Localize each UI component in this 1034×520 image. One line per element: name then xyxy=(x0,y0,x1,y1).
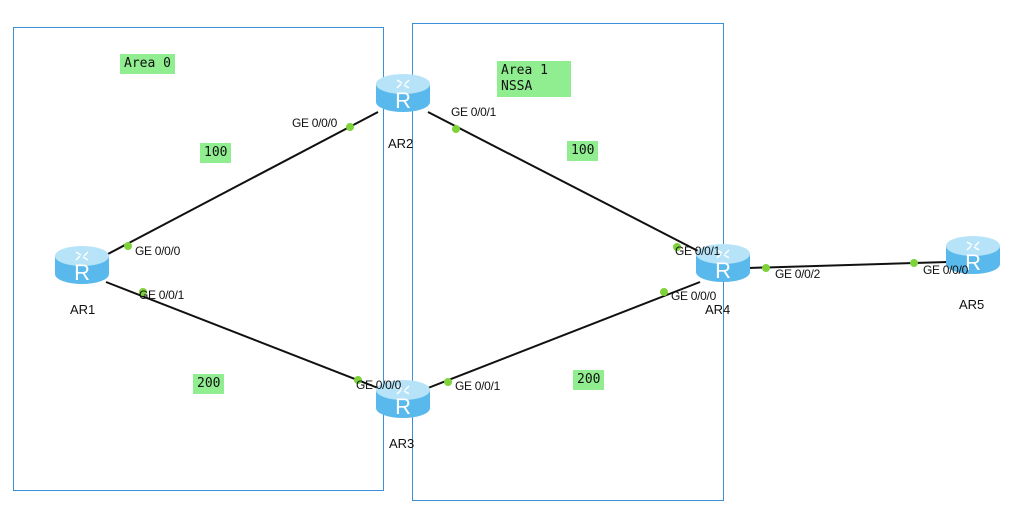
port-dot xyxy=(452,125,460,133)
port-label: GE 0/0/1 xyxy=(451,105,496,119)
port-label: GE 0/0/1 xyxy=(675,244,720,258)
cost-ar1-ar3: 200 xyxy=(193,374,225,394)
port-dot xyxy=(762,264,770,272)
router-name-ar4: AR4 xyxy=(705,302,731,317)
port-dot xyxy=(354,376,362,384)
cost-ar3-ar4: 200 xyxy=(573,370,605,390)
port-dot xyxy=(444,378,452,386)
link-ar1-ar3[interactable] xyxy=(105,281,379,389)
cost-ar1-ar2: 100 xyxy=(200,143,232,163)
port-label: GE 0/0/0 xyxy=(671,289,716,303)
port-label: GE 0/0/2 xyxy=(775,267,820,281)
link-ar3-ar4[interactable] xyxy=(427,281,701,389)
port-label: GE 0/0/0 xyxy=(292,116,337,130)
port-label: GE 0/0/0 xyxy=(135,244,180,258)
port-dot xyxy=(673,243,681,251)
router-icon-ar1[interactable] xyxy=(54,245,110,286)
port-dot xyxy=(346,123,354,131)
router-name-ar5: AR5 xyxy=(959,297,985,312)
port-label: GE 0/0/1 xyxy=(139,288,184,302)
port-dot xyxy=(124,242,132,250)
area-0-box xyxy=(13,27,384,491)
area-1-label: Area 1 NSSA xyxy=(497,61,571,97)
port-dot xyxy=(910,259,918,267)
port-label: GE 0/0/0 xyxy=(356,378,401,392)
port-dot xyxy=(139,288,147,296)
port-label: GE 0/0/0 xyxy=(923,263,968,277)
router-name-ar3: AR3 xyxy=(389,436,415,451)
router-name-ar2: AR2 xyxy=(388,136,414,151)
router-icon-ar2[interactable] xyxy=(375,73,431,114)
port-dot xyxy=(660,288,668,296)
link-ar1-ar2[interactable] xyxy=(105,111,379,256)
link-ar2-ar4[interactable] xyxy=(427,111,701,253)
cost-ar2-ar4: 100 xyxy=(567,141,599,161)
area-0-label: Area 0 xyxy=(120,54,175,74)
router-name-ar1: AR1 xyxy=(70,302,96,317)
port-label: GE 0/0/1 xyxy=(455,379,500,393)
